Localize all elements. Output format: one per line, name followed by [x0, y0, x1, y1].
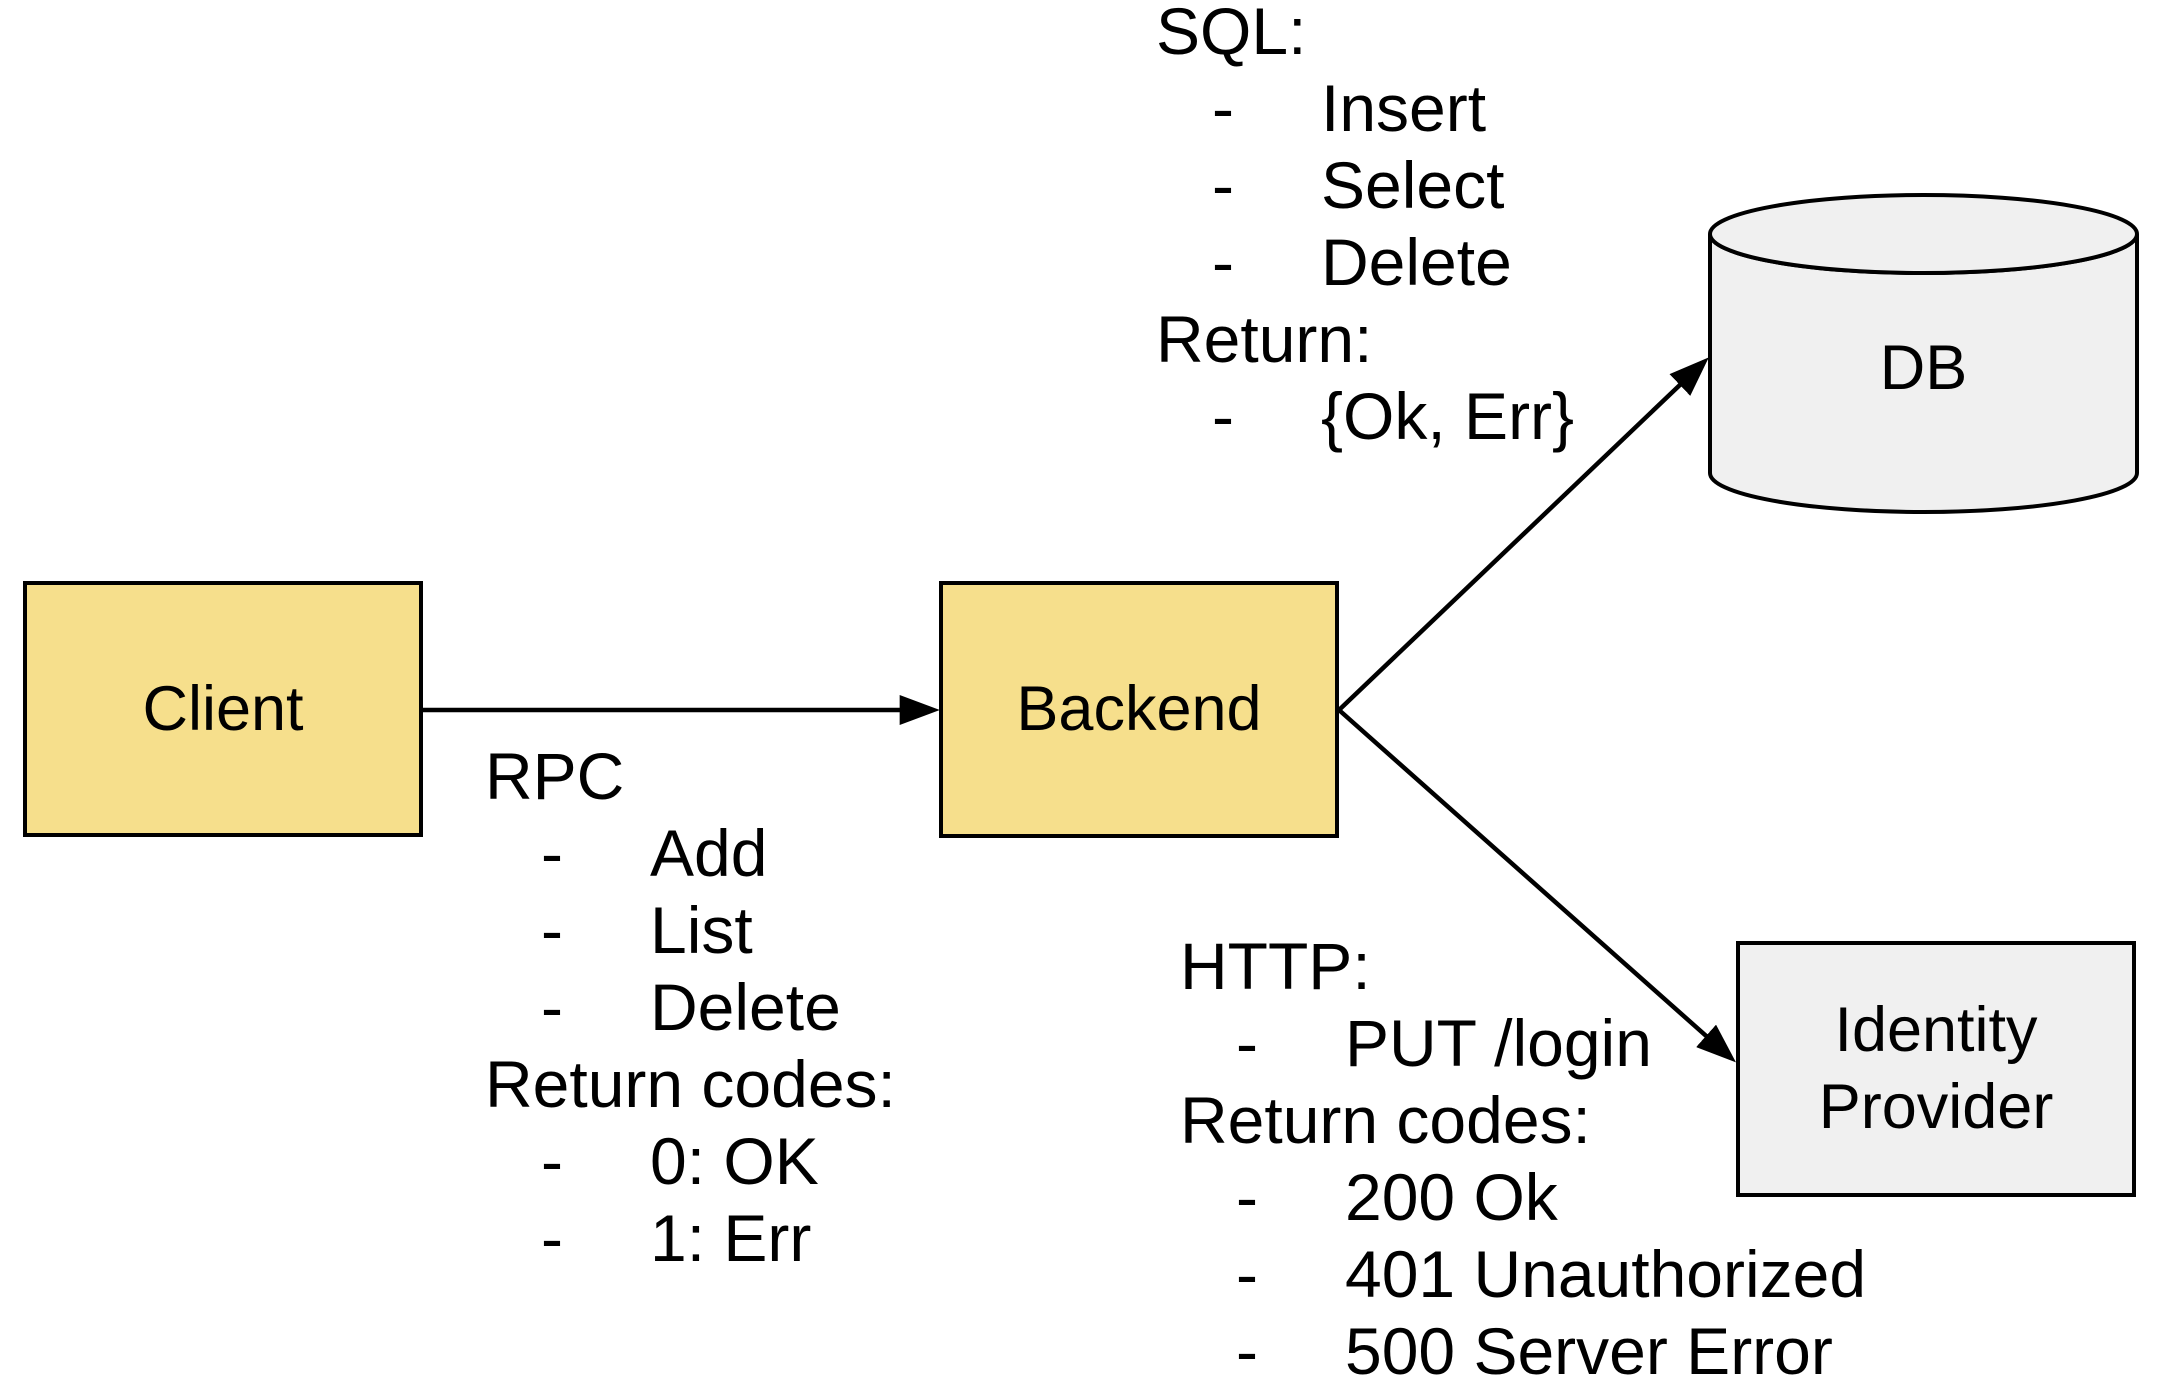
- node-db-label: DB: [1879, 333, 1968, 403]
- bullet-dash: -: [1212, 71, 1234, 145]
- bullet-dash: -: [541, 893, 563, 967]
- bullet-dash: -: [1212, 379, 1234, 453]
- annotation-item-text: Add: [650, 816, 768, 890]
- annotation-item-text: Delete: [650, 970, 841, 1044]
- node-identity-provider: Identity Provider: [1736, 941, 2136, 1197]
- bullet-dash: -: [1236, 1237, 1258, 1311]
- db-cylinder: [1708, 193, 2139, 514]
- bullet-dash: -: [1236, 1160, 1258, 1234]
- annotation-item-text: 200 Ok: [1345, 1160, 1558, 1234]
- annotation-item-text: 1: Err: [650, 1201, 812, 1275]
- annotation-item-text: 500 Server Error: [1345, 1314, 1833, 1388]
- node-client-label: Client: [142, 673, 304, 744]
- bullet-dash: -: [541, 1124, 563, 1198]
- edge-backend-to-identity-provider: [1337, 708, 1736, 1063]
- annotation-item-text: Select: [1321, 148, 1505, 222]
- bullet-dash: -: [1236, 1006, 1258, 1080]
- annotation-item-text: 0: OK: [650, 1124, 819, 1198]
- bullet-dash: -: [541, 816, 563, 890]
- annotation-item-text: List: [650, 893, 753, 967]
- annotation-header-text: Return codes:: [1180, 1083, 1591, 1157]
- db-cylinder-top: [1708, 193, 2139, 275]
- bullet-dash: -: [1212, 225, 1234, 299]
- annotation-item-text: Insert: [1321, 71, 1487, 145]
- annotation-header-text: HTTP:: [1180, 929, 1371, 1003]
- annotation-header-text: Return:: [1156, 302, 1373, 376]
- edge-backend-to-db: [1337, 357, 1709, 712]
- annotation-item-text: Delete: [1321, 225, 1512, 299]
- node-backend-label: Backend: [1016, 674, 1262, 744]
- annotation-header-text: Return codes:: [485, 1047, 896, 1121]
- annotation-item-text: PUT /login: [1345, 1006, 1652, 1080]
- bullet-dash: -: [541, 1201, 563, 1275]
- annotation-header-text: SQL:: [1156, 0, 1307, 68]
- node-identity-provider-label-line2: Provider: [1818, 1072, 2054, 1142]
- bullet-dash: -: [1236, 1314, 1258, 1388]
- annotation-item-text: {Ok, Err}: [1321, 379, 1575, 453]
- annotation-header-text: RPC: [485, 739, 625, 813]
- bullet-dash: -: [541, 970, 563, 1044]
- annotation-item-text: 401 Unauthorized: [1345, 1237, 1867, 1311]
- bullet-dash: -: [1212, 148, 1234, 222]
- node-identity-provider-label-line1: Identity: [1834, 995, 2038, 1065]
- node-backend: Backend: [939, 581, 1339, 838]
- node-client: Client: [23, 581, 423, 837]
